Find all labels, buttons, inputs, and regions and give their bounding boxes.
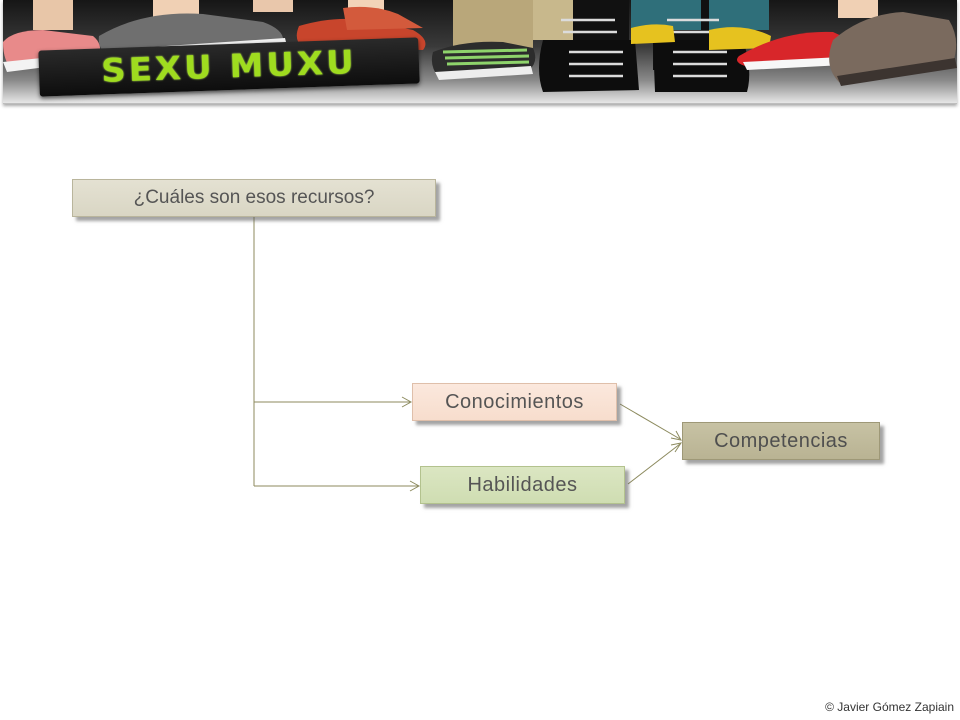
arrowhead-habilidades <box>409 480 421 492</box>
node-conocimientos-label: Conocimientos <box>445 390 584 413</box>
arrowhead-conocimientos <box>401 396 413 408</box>
copyright-text: © Javier Gómez Zapiain <box>825 700 954 714</box>
sneakers-illustration <box>3 0 957 92</box>
question-text: ¿Cuáles son esos recursos? <box>133 187 375 208</box>
connector-habilidades-competencias <box>627 443 681 485</box>
arrowhead-competencias-top <box>670 430 682 441</box>
arrowhead-competencias-bottom <box>670 442 683 453</box>
header-banner: SEXU MUXU <box>3 0 957 104</box>
node-competencias-label: Competencias <box>714 429 848 452</box>
node-habilidades-label: Habilidades <box>467 473 578 496</box>
connector-conocimientos-competencias <box>619 403 681 440</box>
node-conocimientos: Conocimientos <box>412 383 617 421</box>
question-box: ¿Cuáles son esos recursos? <box>72 179 436 217</box>
node-habilidades: Habilidades <box>420 466 625 504</box>
node-competencias: Competencias <box>682 422 880 460</box>
